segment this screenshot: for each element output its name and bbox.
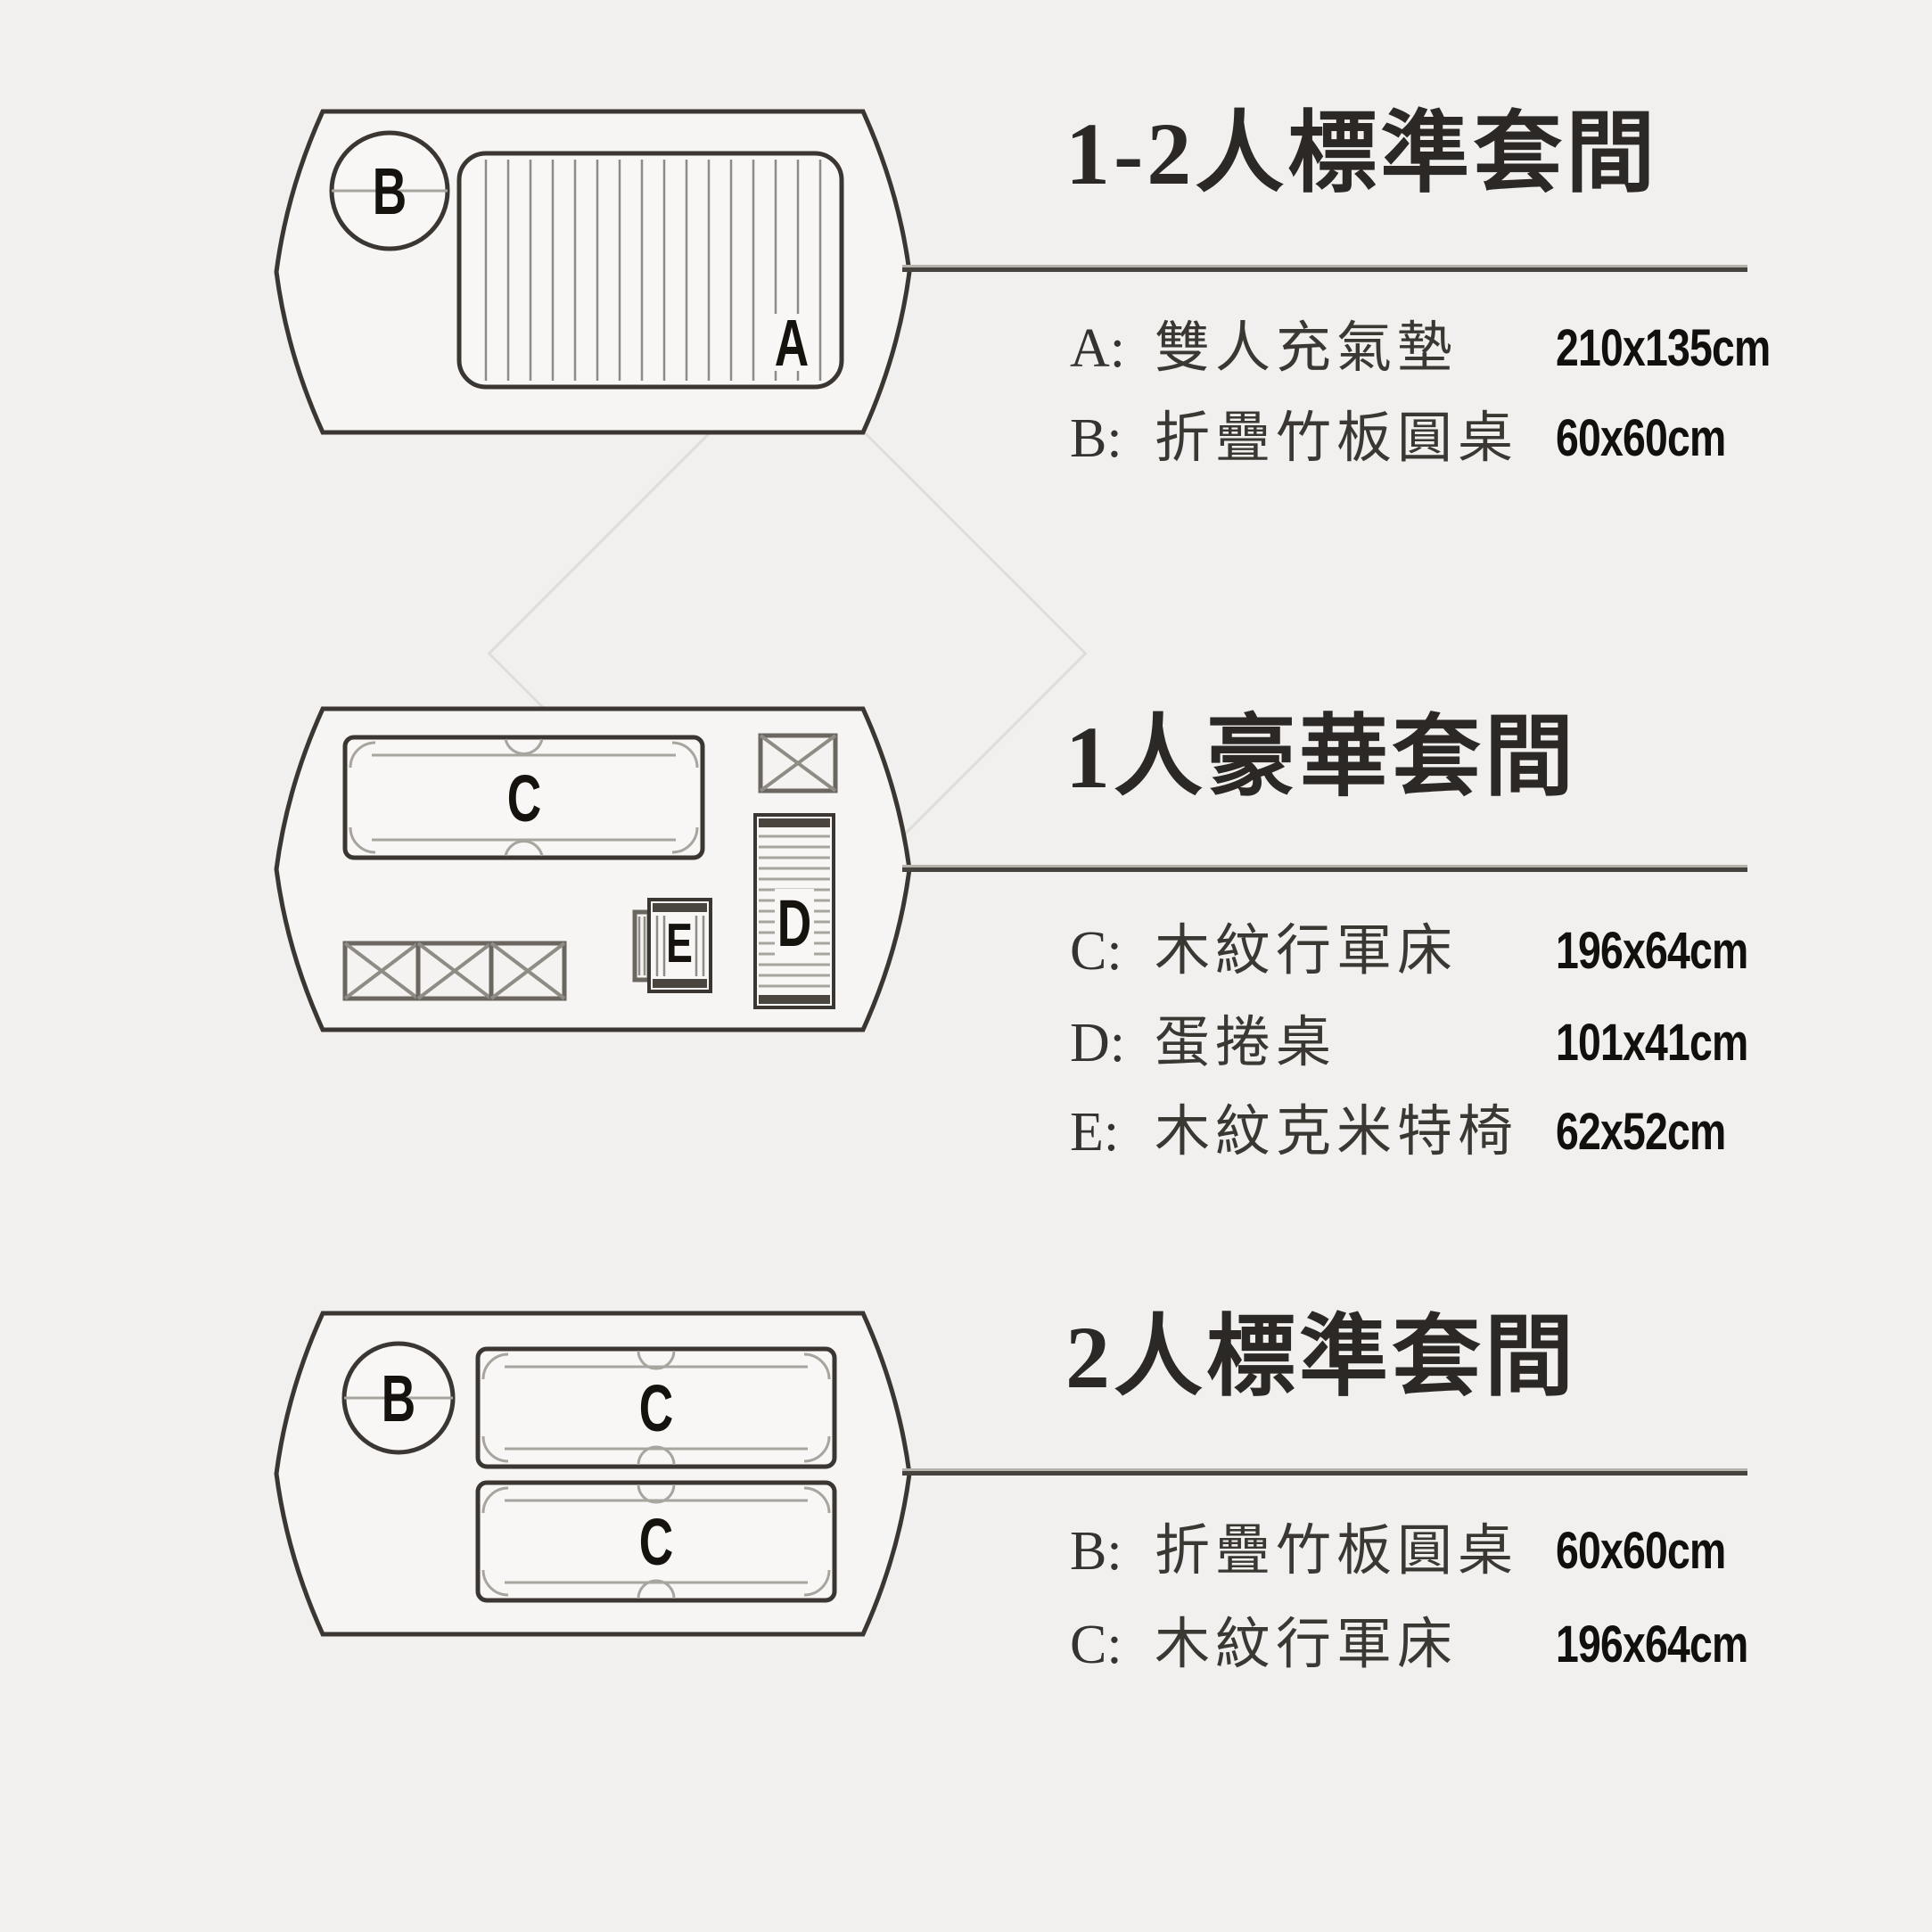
chair-icon: E [632,898,712,993]
legend-key: A: [1070,318,1125,379]
legend-key: B: [1070,1521,1122,1582]
camp-bed-label: C [639,1505,673,1579]
roll-table-slats [759,834,830,988]
tent-floorplan-standard-2: B C [274,1311,912,1637]
legend-row: E: 木紋克米特椅 62x52cm [1070,1097,1765,1168]
storage-box-icon [758,733,838,793]
legend-key: B: [1070,408,1122,469]
legend-size: 60x60cm [1556,409,1726,467]
camp-bed-icon: C [475,1480,837,1603]
legend-name: 蛋捲桌 [1155,1013,1337,1073]
air-mattress-icon: A [456,151,844,390]
legend-name: 木紋行軍床 [1155,1615,1459,1675]
roll-table-label: D [777,886,811,960]
legend-row: B: 折疊竹板圓桌 60x60cm [1070,403,1765,474]
camp-bed-label: C [639,1371,673,1445]
legend-name: 折疊竹板圓桌 [1155,1521,1519,1582]
leader-line-2 [902,867,1747,872]
chair-label: E [666,913,693,974]
roll-table-icon: D [753,813,835,1009]
suite-title-2: 1人豪華套間 [1065,708,1577,807]
camp-bed-icon: C [342,735,705,860]
air-mattress-label: A [775,306,809,380]
legend-row: C: 木紋行軍床 196x64cm [1070,916,1765,987]
storage-box-row-icon [342,941,567,1001]
legend-row: D: 蛋捲桌 101x41cm [1070,1007,1765,1079]
legend-size: 196x64cm [1556,1615,1748,1673]
leader-line-1 [902,267,1747,272]
legend-row: A: 雙人充氣墊 210x135cm [1070,313,1771,384]
round-table-label: B [373,154,407,228]
round-table-icon: B [341,1341,456,1455]
legend-key: D: [1070,1013,1125,1073]
round-table-label: B [382,1361,415,1435]
round-table-icon: B [329,130,450,251]
camp-bed-icon: C [475,1346,837,1469]
legend-size: 62x52cm [1556,1103,1726,1161]
legend-row: C: 木紋行軍床 196x64cm [1070,1609,1765,1681]
leader-line-3 [902,1471,1747,1476]
suite-title-3: 2人標準套間 [1065,1308,1577,1407]
legend-name: 木紋行軍床 [1155,921,1459,982]
legend-key: C: [1070,1615,1122,1675]
camp-bed-label: C [507,761,541,835]
legend-name: 折疊竹板圓桌 [1155,408,1519,469]
legend-size: 196x64cm [1556,922,1748,980]
legend-row: B: 折疊竹板圓桌 60x60cm [1070,1516,1765,1587]
legend-name: 木紋克米特椅 [1155,1102,1519,1163]
legend-size: 60x60cm [1556,1522,1726,1580]
legend-name: 雙人充氣墊 [1155,318,1459,379]
legend-size: 101x41cm [1556,1014,1748,1072]
tent-floorplan-standard-1-2: B A [274,109,912,435]
legend-size: 210x135cm [1556,319,1771,377]
legend-key: E: [1070,1102,1120,1163]
legend-key: C: [1070,921,1122,982]
tent-floorplan-deluxe-1: C D [274,706,912,1032]
suite-title-1: 1-2人標準套間 [1065,104,1659,203]
